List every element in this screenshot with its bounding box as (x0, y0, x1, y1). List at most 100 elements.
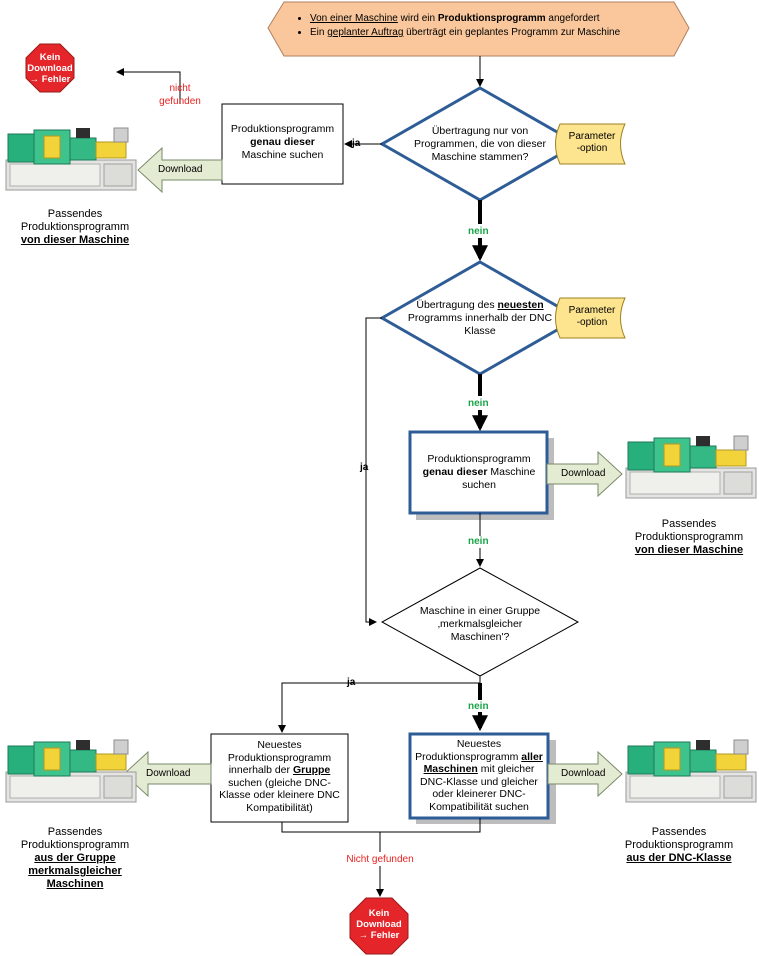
param-option-2 (555, 297, 626, 339)
error-bottom-l1: Kein (368, 908, 390, 919)
box1-l2: genau dieser (250, 136, 315, 148)
error-node-bottom (349, 897, 409, 955)
decision-1-text: Übertragung nur von Programmen, die von … (400, 125, 560, 164)
box1-l1: Produktionsprogramm (230, 123, 335, 135)
label-nein-4: nein (468, 701, 489, 712)
error-top-text: Kein Download → Fehler (20, 52, 80, 85)
caption2-l3: von dieser Maschine (634, 544, 744, 556)
decision3-l2: ‚merkmalsgleicher (437, 618, 523, 630)
start-line1-suffix: angefordert (545, 13, 600, 24)
label-nein-1: nein (468, 226, 489, 237)
label-ja-3: ja (347, 677, 356, 688)
box4-l4: DNC-Klasse und gleicher (420, 775, 538, 788)
caption1-l2: Produktionsprogramm (20, 221, 130, 233)
caption4-l2: Produktionsprogramm (624, 839, 734, 851)
download-arrow-4 (547, 750, 623, 798)
search-box-3-text: Neuestes Produktionsprogramm innerhalb d… (211, 739, 348, 814)
download-label-2: Download (561, 468, 606, 479)
decision2-l3: Klasse (464, 325, 496, 337)
box2-l2-bold: genau dieser (422, 466, 488, 478)
start-text: Von einer Maschine wird ein Produktionsp… (296, 12, 676, 40)
caption3-l1: Passendes (47, 826, 103, 838)
box3-l6: Kompatibilität) (246, 801, 313, 814)
box3-l4: suchen (gleiche DNC- (228, 776, 331, 789)
box4-l3-rest: mit gleicher (477, 763, 535, 775)
start-line1-link: Von einer Maschine (310, 13, 398, 24)
start-line2-prefix: Ein (310, 27, 328, 38)
decision-2-text: Übertragung des neuesten Programms inner… (400, 299, 560, 338)
machine-image-4 (625, 739, 757, 803)
start-node (267, 1, 690, 57)
decision2-l2: Programms innerhalb der DNC (407, 312, 553, 324)
download-label-4: Download (561, 768, 606, 779)
caption3-l3: aus der Gruppe (34, 852, 116, 864)
caption-3: Passendes Produktionsprogramm aus der Gr… (0, 826, 150, 891)
search-box-1 (221, 103, 344, 185)
machine-image-1 (5, 127, 137, 191)
decision3-l3: Maschinen'? (450, 631, 510, 643)
caption4-l1: Passendes (651, 826, 707, 838)
box4-l5: oder kleinerer DNC- (432, 788, 526, 800)
error-bottom-l2: Download (356, 919, 402, 930)
start-line2-suffix: überträgt ein geplantes Programm zur Mas… (403, 27, 621, 38)
box2-l2-rest: Maschine (487, 466, 536, 478)
caption-2: Passendes Produktionsprogramm von dieser… (614, 518, 759, 557)
start-line1-mid: wird ein (397, 13, 438, 24)
param2-l1: Parameter (568, 305, 616, 316)
search-box-3 (210, 733, 349, 823)
start-line1-bold: Produktionsprogramm (437, 13, 546, 24)
decision2-l1: Übertragung des (416, 299, 498, 311)
label-ja-2: ja (360, 462, 369, 473)
label-not-found-top-l1: nicht (169, 83, 191, 94)
error-top-l2: Download (27, 63, 73, 74)
param1-l1: Parameter (568, 131, 616, 142)
search-box-4 (408, 732, 550, 820)
label-not-found-bottom: Nicht gefunden (346, 854, 414, 865)
param2-l2: -option (576, 317, 608, 328)
decision2-l1-bold: neuesten (497, 299, 544, 311)
box3-l3-bold: Gruppe (292, 764, 331, 776)
caption4-l3: aus der DNC-Klasse (626, 852, 732, 864)
error-top-l1: Kein (39, 52, 61, 63)
box4-l3-bold: Maschinen (423, 763, 478, 775)
caption-4: Passendes Produktionsprogramm aus der DN… (604, 826, 754, 865)
box4-l2-pre: Produktionsprogramm (415, 750, 522, 763)
param-option-1 (555, 123, 626, 165)
decision3-l1: Maschine in einer Gruppe (419, 605, 541, 617)
caption2-l2: Produktionsprogramm (634, 531, 744, 543)
error-bottom-text: Kein Download → Fehler (349, 908, 409, 941)
download-arrow-2 (546, 450, 623, 498)
param1-l2: -option (576, 143, 608, 154)
param-option-1-text: Parameter -option (562, 131, 622, 155)
caption3-l2: Produktionsprogramm (20, 839, 130, 851)
label-not-found-top: nicht gefunden (155, 82, 205, 108)
download-arrow-1 (137, 146, 223, 194)
box3-l2: Produktionsprogramm (227, 751, 332, 764)
decision-3-text: Maschine in einer Gruppe ‚merkmalsgleich… (400, 605, 560, 644)
download-label-1: Download (158, 164, 203, 175)
error-top-l3: → Fehler (29, 74, 71, 85)
box2-l3: suchen (462, 479, 496, 491)
caption1-l3: von dieser Maschine (20, 234, 130, 246)
label-not-found-top-l2: gefunden (159, 96, 201, 107)
box3-l1: Neuestes (257, 739, 302, 751)
machine-image-2 (625, 435, 757, 499)
machine-image-3 (5, 739, 137, 803)
start-line2-link: geplanter Auftrag (327, 27, 404, 38)
param-option-2-text: Parameter -option (562, 305, 622, 329)
box3-l5: Klasse oder kleinere DNC (219, 789, 340, 801)
label-nein-3: nein (468, 536, 489, 547)
box3-l3-pre: innerhalb der (228, 764, 293, 776)
decision1-l2: Programmen, die von dieser (414, 138, 546, 150)
caption2-l1: Passendes (661, 518, 717, 530)
decision1-l3: Maschine stammen? (431, 151, 529, 163)
download-arrow-3 (123, 750, 212, 798)
box4-l6: Kompatibilität suchen (429, 800, 529, 813)
caption-1: Passendes Produktionsprogramm von dieser… (0, 208, 150, 247)
caption3-l4: merkmalsgleicher (28, 865, 122, 877)
box4-l2-bold: aller (521, 750, 543, 763)
box4-l1: Neuestes (456, 738, 502, 750)
error-node-top (25, 43, 75, 93)
caption3-l5: Maschinen (46, 878, 104, 890)
